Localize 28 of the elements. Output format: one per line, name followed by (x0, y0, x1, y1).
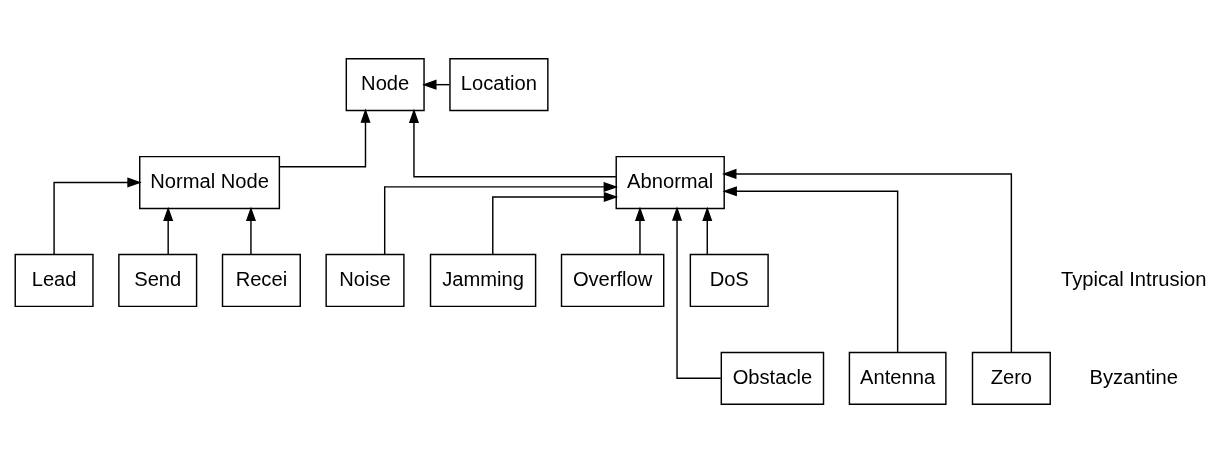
node-box: Obstacle (720, 351, 825, 405)
arrow (383, 181, 618, 256)
node-box: Overflow (560, 253, 665, 308)
node-box: Noise (325, 253, 405, 308)
arrow (279, 108, 371, 168)
label: Typical Intrusion (1060, 267, 1207, 290)
node-box: Zero (971, 351, 1051, 405)
node-box: Abnormal (615, 155, 725, 210)
node-box: Send (118, 253, 198, 308)
arrow (408, 108, 617, 178)
node-box: Lead (14, 253, 94, 308)
node-box: Normal Node (139, 155, 281, 210)
label: Byzantine (1089, 365, 1178, 388)
node-box: Node (345, 58, 425, 112)
arrow (53, 177, 142, 255)
node-box: Recei (221, 253, 301, 308)
arrow (634, 206, 645, 255)
arrow (245, 206, 256, 255)
arrow (492, 191, 619, 256)
arrow (722, 168, 1013, 353)
node-box: Location (449, 58, 549, 112)
node-box: DoS (689, 253, 769, 308)
arrow (672, 206, 722, 380)
arrow (722, 186, 899, 354)
arrow (163, 206, 174, 255)
node-box: Jamming (429, 253, 537, 308)
node-box: Antenna (848, 351, 947, 405)
arrow (702, 206, 713, 255)
